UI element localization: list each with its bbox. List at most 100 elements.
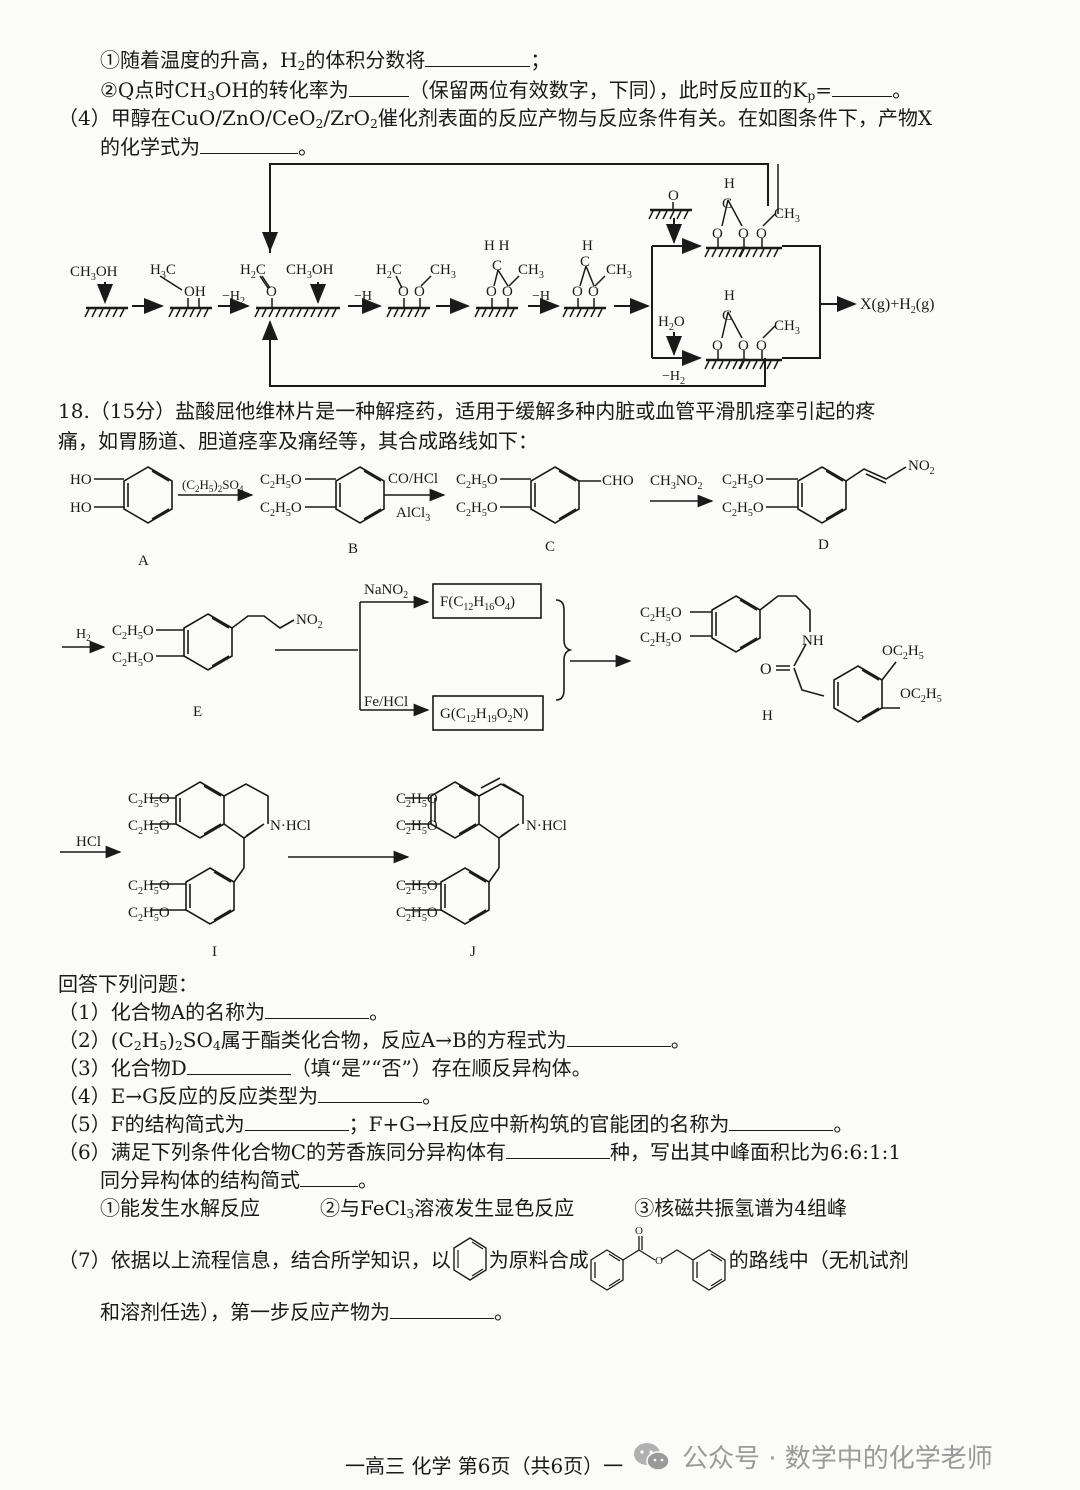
answer-blank[interactable]	[318, 1082, 423, 1103]
compound-label-b: B	[348, 541, 358, 557]
synthesis-route-row2: H2 C2H5O C2H5O NO2 E NaNO2 Fe/HCl F(C12H…	[62, 582, 942, 731]
svg-text:O: O	[502, 284, 513, 300]
svg-text:O: O	[655, 1255, 663, 1267]
answer-blank[interactable]	[729, 1110, 834, 1131]
svg-text:H2C: H2C	[240, 262, 266, 281]
text: （3）化合物D	[58, 1056, 187, 1080]
box-f-label: F(C12H16O4)	[440, 594, 515, 613]
text: ；	[530, 48, 551, 72]
text: ②Q点时CH	[100, 78, 208, 102]
svg-text:C2H5O: C2H5O	[722, 472, 764, 491]
subscript: p	[807, 88, 816, 104]
svg-text:O: O	[635, 1225, 643, 1237]
svg-text:O: O	[572, 284, 583, 300]
compound-label-e: E	[193, 704, 202, 720]
svg-text:O: O	[398, 284, 409, 300]
answer-blank[interactable]	[186, 1054, 291, 1075]
text: 种，写出其中峰面积比为6:6:1:1	[610, 1140, 902, 1164]
compound-label-h: H	[762, 708, 773, 724]
answer-blank[interactable]	[300, 1166, 358, 1187]
compound-label-c: C	[545, 539, 555, 555]
text: （4）E→G反应的反应类型为	[58, 1084, 319, 1108]
text: ①随着温度的升高，H	[100, 48, 298, 72]
watermark-text: 公众号 · 数学中的化学老师	[682, 1444, 993, 1474]
text: 同分异构体的结构简式	[100, 1168, 300, 1192]
answer-blank[interactable]	[390, 1298, 494, 1319]
condition-2: ②与FeCl	[320, 1196, 407, 1220]
svg-text:NO2: NO2	[908, 458, 935, 477]
text: （4）甲醇在CuO/ZnO/CeO	[58, 106, 316, 130]
text: 催化剂表面的反应产物与反应条件有关。在如图条件下，产物X	[377, 106, 933, 130]
svg-text:CH3OH: CH3OH	[286, 262, 334, 281]
condition-1: ①能发生水解反应	[100, 1196, 260, 1220]
svg-text:CH3: CH3	[606, 262, 632, 281]
wechat-icon	[632, 1440, 672, 1474]
benzene-structure	[451, 1236, 489, 1281]
answer-blank[interactable]	[244, 1110, 349, 1131]
svg-text:H: H	[724, 288, 735, 304]
svg-text:C: C	[492, 258, 502, 274]
text: 。	[494, 1300, 514, 1324]
svg-text:H2: H2	[76, 627, 91, 643]
svg-text:O: O	[760, 661, 772, 678]
question-7-line2: 和溶剂任选），第一步反应产物为。	[100, 1298, 514, 1326]
synthesis-route-row3: HCl C2H5O C2H5O N·HCl C2H5O C2H5O I C2H5…	[60, 777, 567, 960]
text: 属于酯类化合物，反应A→B的方程式为	[220, 1028, 567, 1052]
svg-text:C2H5O: C2H5O	[112, 650, 154, 669]
text: 。	[298, 135, 318, 159]
q17-item2: ②Q点时CH3OH的转化率为（保留两位有效数字，下同），此时反应Ⅱ的Kp=。	[100, 76, 912, 104]
compound-label-i: I	[212, 944, 217, 960]
svg-text:H: H	[582, 238, 593, 254]
question-5: （5）F的结构简式为；F+G→H反应中新构筑的官能团的名称为。	[58, 1110, 853, 1138]
svg-text:NO2: NO2	[296, 612, 323, 631]
text: （填“是”“否”）存在顺反异构体。	[290, 1056, 592, 1080]
svg-text:C2H5O: C2H5O	[128, 878, 170, 897]
box-f	[432, 583, 542, 619]
svg-text:NH: NH	[802, 633, 824, 649]
svg-text:C2H5O: C2H5O	[128, 818, 170, 837]
svg-text:C2H5O: C2H5O	[396, 905, 438, 924]
reagent-hcl: HCl	[76, 834, 101, 850]
text: 的化学式为	[100, 135, 200, 159]
svg-text:C2H5O: C2H5O	[260, 472, 302, 491]
text: 的体积分数将	[305, 48, 426, 72]
product-label: X(g)+H2(g)	[860, 296, 934, 316]
q18-header-line1: 18.（15分）盐酸屈他维林片是一种解痉药，适用于缓解多种内脏或血管平滑肌痉挛引…	[58, 399, 876, 423]
compound-label-j: J	[470, 944, 476, 960]
answer-blank[interactable]	[425, 46, 531, 67]
svg-text:AlCl3: AlCl3	[396, 505, 430, 524]
svg-text:−H: −H	[532, 289, 550, 304]
svg-text:O: O	[266, 284, 277, 300]
subscript: 2	[369, 116, 378, 132]
svg-text:CHO: CHO	[602, 473, 634, 489]
svg-text:H: H	[724, 176, 735, 192]
svg-text:CH3: CH3	[518, 262, 544, 281]
text: 。	[833, 1112, 854, 1136]
text: OH的转化率为	[214, 78, 349, 102]
loop-line-top	[269, 163, 769, 253]
text: （6）满足下列条件化合物C的芳香族同分异构体有	[58, 1140, 507, 1164]
answer-blank[interactable]	[348, 76, 409, 97]
answer-blank[interactable]	[506, 1138, 611, 1159]
svg-text:CH3: CH3	[430, 262, 456, 281]
box-g	[432, 695, 544, 731]
svg-text:H2C: H2C	[376, 262, 402, 281]
condition-2-tail: 溶液发生显色反应	[414, 1196, 575, 1220]
answer-blank[interactable]	[200, 133, 298, 154]
svg-text:HO: HO	[70, 500, 92, 516]
answer-blank[interactable]	[832, 76, 893, 97]
text: 。	[358, 1168, 378, 1192]
svg-text:H3C: H3C	[150, 262, 176, 281]
question-4: （4）E→G反应的反应类型为 。	[58, 1082, 442, 1110]
text: 。	[422, 1084, 443, 1108]
svg-text:C2H5O: C2H5O	[640, 605, 682, 624]
svg-text:OC2H5: OC2H5	[900, 686, 942, 705]
question-2: （2）(C2H5)2SO4属于酯类化合物，反应A→B的方程式为。	[58, 1026, 691, 1054]
text: （5）F的结构简式为	[58, 1112, 245, 1136]
answer-blank[interactable]	[265, 998, 370, 1019]
svg-text:−H2: −H2	[222, 289, 245, 307]
question-6: （6）满足下列条件化合物C的芳香族同分异构体有 种，写出其中峰面积比为6:6:1:…	[58, 1138, 901, 1166]
answer-blank[interactable]	[566, 1026, 671, 1047]
svg-text:O: O	[588, 284, 599, 300]
